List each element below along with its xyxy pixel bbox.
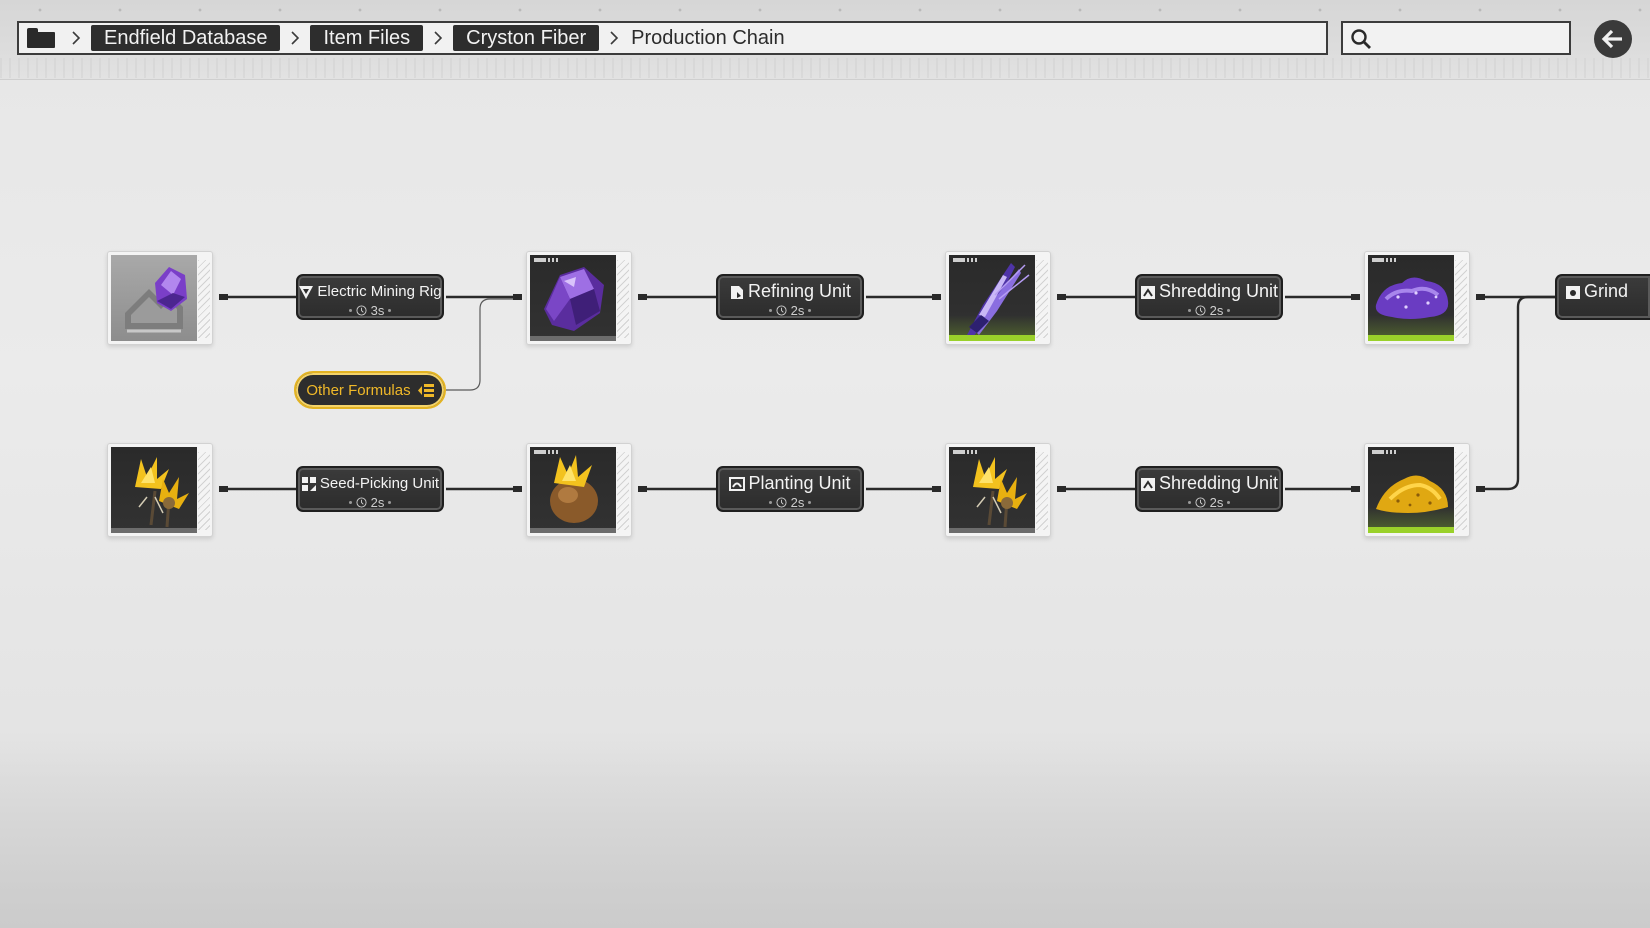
item-slot-decoration (1455, 260, 1467, 338)
item-slot[interactable] (526, 443, 632, 537)
background-floor (0, 740, 1650, 928)
search-box[interactable] (1341, 21, 1571, 55)
item-slot-decoration (617, 260, 629, 338)
amethyst-powder-icon (1375, 277, 1449, 319)
buckflower-icon (973, 457, 1027, 528)
item-rarity-dots (534, 258, 560, 262)
item-slot-decoration (198, 260, 210, 338)
seed-picking-unit-icon (301, 476, 316, 491)
item-rarity-dots (953, 450, 979, 454)
machine-electric-mining-rig[interactable]: Electric Mining Rig 3s (296, 274, 444, 320)
item-slot-decoration (198, 452, 210, 530)
buckflower-powder-icon (1376, 475, 1448, 513)
amethyst-ore-icon (544, 267, 604, 331)
buckflower-plant-icon (135, 457, 189, 528)
list-icon (417, 383, 434, 397)
clock-icon (356, 497, 367, 508)
machine-planting-unit[interactable]: Planting Unit 2s (716, 466, 864, 512)
item-slot-decoration (1036, 260, 1048, 338)
search-icon (1351, 29, 1371, 49)
item-slot[interactable] (107, 251, 213, 345)
item-rarity-dots (1372, 258, 1398, 262)
clock-icon (776, 497, 787, 508)
machine-shredding-unit[interactable]: Shredding Unit 2s (1135, 466, 1283, 512)
machine-refining-unit[interactable]: Refining Unit 2s (716, 274, 864, 320)
machine-seed-picking-unit[interactable]: Seed-Picking Unit 2s (296, 466, 444, 512)
item-slot[interactable] (1364, 251, 1470, 345)
clock-icon (1195, 305, 1206, 316)
amethyst-deposit-icon (125, 267, 187, 333)
planting-unit-icon (729, 476, 746, 491)
search-input[interactable] (1381, 25, 1567, 51)
breadcrumb-endfield-database[interactable]: Endfield Database (91, 25, 281, 51)
other-formulas-button[interactable]: Other Formulas (294, 371, 446, 409)
breadcrumb: Endfield Database Item Files Cryston Fib… (17, 21, 1328, 55)
refining-unit-icon (730, 285, 743, 299)
shredding-unit-icon (1140, 285, 1155, 299)
item-slot[interactable] (107, 443, 213, 537)
machine-grinding-unit[interactable]: Grind (1555, 274, 1650, 320)
clock-icon (776, 305, 787, 316)
amethyst-fiber-icon (967, 263, 1030, 337)
item-slot[interactable] (945, 251, 1051, 345)
top-bar-dots (0, 6, 1650, 14)
arrow-left-icon (1601, 29, 1622, 49)
chevron-right-icon (284, 31, 306, 45)
breadcrumb-current: Production Chain (631, 26, 785, 49)
folder-icon[interactable] (27, 28, 55, 48)
item-slot-decoration (1455, 452, 1467, 530)
item-slot-decoration (1036, 452, 1048, 530)
item-slot[interactable] (1364, 443, 1470, 537)
chevron-right-icon (427, 31, 449, 45)
item-slot[interactable] (945, 443, 1051, 537)
item-rarity-dots (534, 450, 560, 454)
grinding-unit-icon (1566, 285, 1580, 299)
chevron-right-icon (603, 31, 625, 45)
chevron-right-icon (65, 31, 87, 45)
clock-icon (1195, 497, 1206, 508)
top-bar-strip (0, 58, 1650, 78)
machine-shredding-unit[interactable]: Shredding Unit 2s (1135, 274, 1283, 320)
item-slot-decoration (617, 452, 629, 530)
item-rarity-dots (953, 258, 979, 262)
item-slot[interactable] (526, 251, 632, 345)
buckflower-seed-icon (550, 455, 598, 523)
top-bar: Endfield Database Item Files Cryston Fib… (0, 0, 1650, 80)
mining-rig-icon (299, 285, 314, 299)
breadcrumb-item-files[interactable]: Item Files (310, 25, 424, 51)
clock-icon (356, 305, 367, 316)
back-button[interactable] (1594, 20, 1632, 58)
shredding-unit-icon (1140, 477, 1155, 491)
breadcrumb-cryston-fiber[interactable]: Cryston Fiber (453, 25, 600, 51)
item-rarity-dots (1372, 450, 1398, 454)
